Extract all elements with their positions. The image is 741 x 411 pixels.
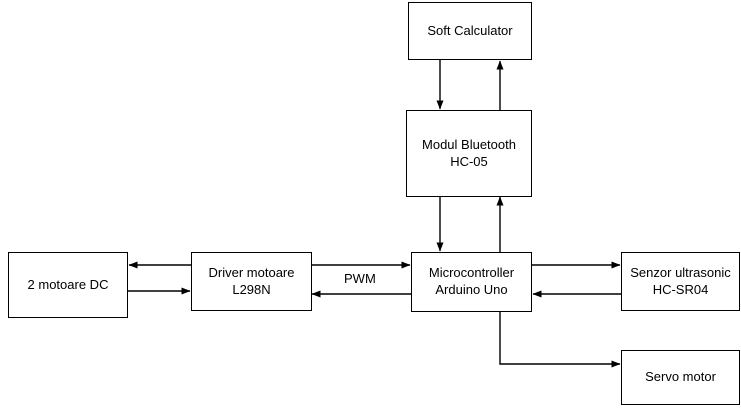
node-servo-motor[interactable]: Servo motor	[621, 350, 740, 405]
node-motor-driver[interactable]: Driver motoare L298N	[191, 252, 312, 311]
node-label-ultrasonic-sensor: Senzor ultrasonic HC-SR04	[630, 264, 731, 297]
edge-microcontroller-to-servo	[499, 312, 621, 368]
node-dc-motors[interactable]: 2 motoare DC	[8, 252, 128, 318]
node-bluetooth-module[interactable]: Modul Bluetooth HC-05	[406, 110, 532, 197]
node-label-soft-calculator: Soft Calculator	[427, 22, 513, 38]
node-label-bluetooth-module: Modul Bluetooth HC-05	[422, 136, 516, 169]
node-soft-calculator[interactable]: Soft Calculator	[408, 2, 532, 60]
node-label-motor-driver: Driver motoare L298N	[208, 264, 295, 297]
node-label-microcontroller: Microcontroller Arduino Uno	[428, 265, 515, 297]
node-label-servo-motor: Servo motor	[645, 369, 716, 385]
node-microcontroller[interactable]: Microcontroller Arduino Uno	[411, 252, 532, 312]
node-label-dc-motors: 2 motoare DC	[27, 276, 109, 292]
node-ultrasonic-sensor[interactable]: Senzor ultrasonic HC-SR04	[621, 252, 740, 311]
edge-label-pwm: PWM	[341, 271, 379, 286]
